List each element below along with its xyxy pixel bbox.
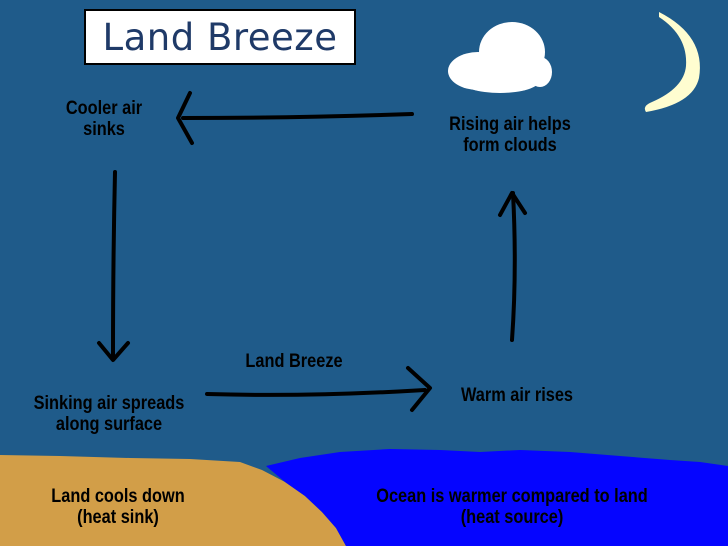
label-cooler-air: Cooler air sinks [65, 98, 143, 141]
label-sinking-air: Sinking air spreads along surface [33, 393, 185, 436]
land-area [0, 455, 346, 546]
top-arrow-head [176, 91, 194, 145]
cloud-icon [448, 22, 552, 93]
top-arrow [181, 112, 414, 120]
arrows [97, 91, 527, 412]
page-title: Land Breeze [102, 15, 338, 59]
bottom-arrow [205, 388, 427, 397]
label-ocean-warmer: Ocean is warmer compared to land (heat s… [376, 486, 648, 529]
right-arrow [510, 191, 517, 342]
left-arrow-head [97, 341, 130, 362]
bottom-arrow-head [406, 366, 432, 412]
moon-icon [644, 12, 700, 112]
label-land-cools: Land cools down (heat sink) [51, 486, 185, 529]
ocean-area [266, 449, 728, 546]
left-arrow [111, 170, 117, 357]
title-box: Land Breeze [84, 9, 356, 65]
label-warm-air: Warm air rises [460, 385, 574, 406]
right-arrow-head [498, 191, 527, 217]
label-land-breeze: Land Breeze [245, 351, 343, 372]
label-rising-air: Rising air helps form clouds [449, 114, 571, 157]
